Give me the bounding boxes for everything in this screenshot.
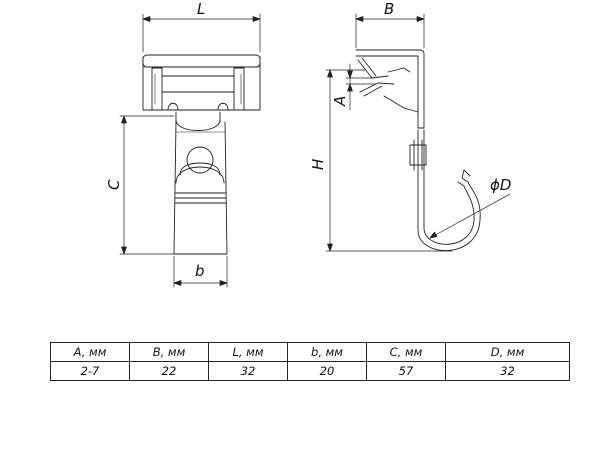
dim-label-L: L — [197, 0, 205, 18]
table-header-row: A, мм B, мм L, мм b, мм C, мм D, мм — [50, 342, 570, 362]
value-cell-c: 57 — [366, 361, 446, 381]
value-cell-b-upper: 22 — [129, 361, 209, 381]
side-dimensions — [325, 13, 511, 252]
technical-drawing: L B A H C b ϕD — [105, 0, 511, 288]
front-view — [142, 54, 261, 255]
header-cell-d: D, мм — [445, 342, 570, 362]
table-value-row: 2-7 22 32 20 57 32 — [50, 361, 570, 381]
header-cell-b-lower: b, мм — [287, 342, 367, 362]
side-view — [355, 49, 481, 251]
dim-label-B: B — [384, 0, 394, 18]
header-cell-c: C, мм — [366, 342, 446, 362]
header-cell-l: L, мм — [208, 342, 288, 362]
front-dimensions — [119, 13, 261, 288]
value-cell-b-lower: 20 — [287, 361, 367, 381]
dim-label-A: A — [331, 96, 349, 107]
value-cell-d: 32 — [445, 361, 570, 381]
header-cell-a: A, мм — [50, 342, 130, 362]
dimensions-table: A, мм B, мм L, мм b, мм C, мм D, мм 2-7 … — [50, 342, 570, 381]
dim-label-C: C — [105, 179, 123, 190]
value-cell-a: 2-7 — [50, 361, 130, 381]
dim-label-b: b — [195, 262, 205, 280]
value-cell-l: 32 — [208, 361, 288, 381]
dim-label-D: ϕD — [490, 176, 511, 194]
header-cell-b-upper: B, мм — [129, 342, 209, 362]
dim-label-H: H — [309, 159, 327, 170]
